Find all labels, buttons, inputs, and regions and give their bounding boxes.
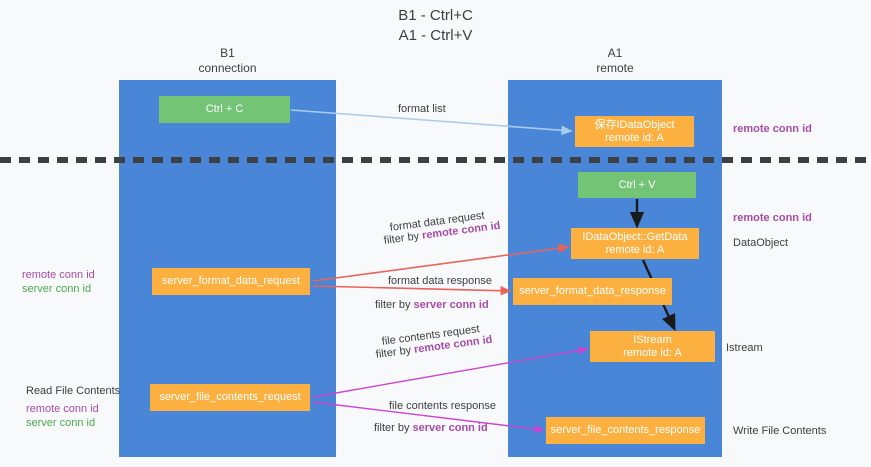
annotation-remote-conn-id-top: remote conn id [733, 123, 812, 135]
node-idataobject-getdata[interactable]: IDataObject::GetData remote id: A [571, 228, 699, 259]
filter-value: server conn id [413, 299, 489, 311]
annotation-left-remote-conn-id-2: remote conn id [26, 403, 99, 415]
annotation-dataobject: DataObject [733, 237, 789, 249]
column-header-b1: B1 connection [198, 46, 257, 75]
annotation-istream: Istream [726, 342, 763, 354]
annotation-write-file-contents: Write File Contents [733, 425, 827, 437]
node-ctrl-v[interactable]: Ctrl + V [578, 172, 696, 198]
filter-value: server conn id [412, 422, 488, 434]
annotation-remote-conn-id-mid: remote conn id [733, 212, 812, 224]
node-server-file-contents-response[interactable]: server_file_contents_response [546, 417, 705, 444]
arrow-file-contents-response [312, 401, 545, 434]
arrow-format-list [290, 109, 573, 136]
annotation-left-server-conn-id: server conn id [22, 283, 92, 295]
edge-label-file-contents-response-filter: filter by server conn id [374, 421, 488, 435]
section-divider [0, 157, 871, 163]
edge-label-file-contents-response: file contents response [389, 400, 497, 412]
node-server-format-data-response[interactable]: server_format_data_response [513, 278, 672, 305]
page-title: B1 - Ctrl+C A1 - Ctrl+V [398, 7, 473, 44]
filter-prefix: filter by [374, 422, 413, 434]
edge-label-format-data-response: format data response [388, 275, 492, 287]
node-server-file-contents-request[interactable]: server_file_contents_request [150, 384, 310, 411]
edge-label-format-list: format list [398, 103, 446, 115]
annotation-left-conn-ids-2: remote conn id server conn id [26, 402, 99, 430]
annotation-read-file-contents: Read File Contents [26, 385, 121, 397]
column-header-a1: A1 remote [596, 46, 634, 75]
node-istream[interactable]: IStream remote id: A [590, 331, 715, 362]
annotation-left-conn-ids: remote conn id server conn id [22, 268, 95, 296]
node-ctrl-c[interactable]: Ctrl + C [159, 96, 290, 123]
node-server-format-data-request[interactable]: server_format_data_request [152, 268, 310, 295]
edge-label-format-data-response-filter: filter by server conn id [375, 298, 489, 312]
arrow-file-contents-request [312, 346, 589, 398]
arrow-format-data-response [312, 285, 512, 296]
annotation-left-server-conn-id-2: server conn id [26, 417, 96, 429]
filter-prefix: filter by [375, 299, 414, 311]
arrow-format-data-request [312, 243, 570, 282]
node-save-idataobject[interactable]: 保存IDataObject remote id: A [575, 116, 694, 147]
annotation-left-remote-conn-id: remote conn id [22, 269, 95, 281]
